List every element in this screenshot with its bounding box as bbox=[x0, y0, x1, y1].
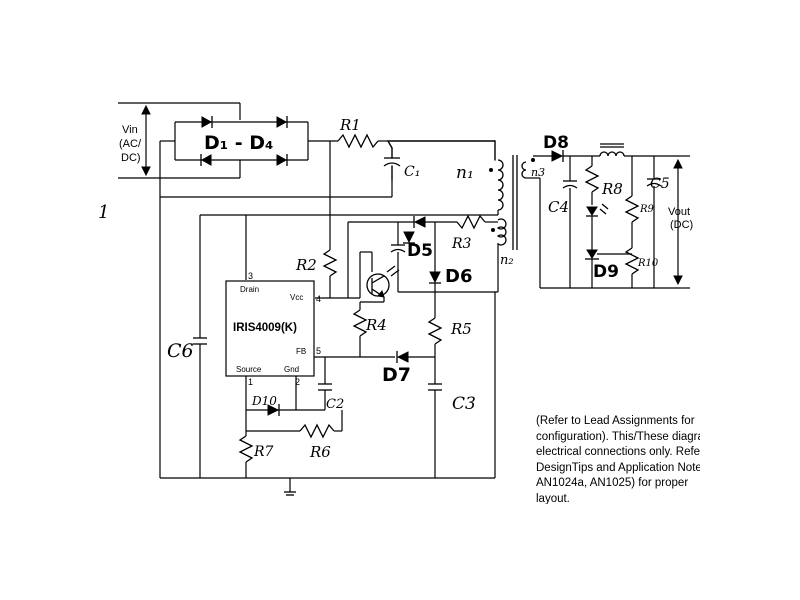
svg-text:n3: n3 bbox=[531, 166, 545, 179]
output-terminal: Vout (DC) bbox=[668, 155, 693, 289]
svg-text:C4: C4 bbox=[548, 198, 569, 216]
output-inductor bbox=[599, 143, 625, 157]
svg-text:2: 2 bbox=[295, 377, 300, 387]
svg-text:C2: C2 bbox=[326, 397, 344, 412]
transformer-primary: n₁ bbox=[456, 159, 504, 215]
svg-text:Vin: Vin bbox=[122, 124, 138, 136]
svg-text:D8: D8 bbox=[543, 133, 569, 153]
svg-text:R7: R7 bbox=[253, 444, 274, 460]
bridge-rectifier: D₁ - D₄ bbox=[160, 103, 338, 178]
resistor-r10: R10 bbox=[624, 240, 659, 288]
capacitor-aux bbox=[390, 222, 406, 292]
svg-text:n₁: n₁ bbox=[456, 163, 474, 183]
resistor-r5: R5 bbox=[427, 317, 472, 345]
resistor-r9: R9 bbox=[624, 156, 655, 240]
svg-text:R9: R9 bbox=[639, 204, 655, 215]
input-terminal bbox=[118, 102, 240, 179]
resistor-r7: R7 bbox=[238, 428, 274, 478]
svg-text:n₂: n₂ bbox=[500, 253, 514, 268]
opto-transistor bbox=[359, 251, 400, 303]
svg-text:C₁: C₁ bbox=[404, 164, 420, 180]
svg-text:D6: D6 bbox=[445, 266, 472, 287]
opto-led bbox=[586, 203, 609, 250]
transformer-secondary: n3 bbox=[521, 158, 545, 179]
svg-text:D5: D5 bbox=[407, 241, 433, 261]
transformer-core bbox=[512, 155, 518, 250]
capacitor-c5: C5 bbox=[646, 156, 670, 288]
capacitor-c2: C2 bbox=[318, 357, 344, 412]
resistor-r4: R4 bbox=[352, 302, 387, 357]
resistor-r3: R3 bbox=[451, 214, 486, 252]
svg-text:R8: R8 bbox=[601, 180, 623, 198]
svg-text:R2: R2 bbox=[295, 256, 317, 274]
svg-text:R1: R1 bbox=[339, 116, 361, 134]
svg-text:Gnd: Gnd bbox=[284, 365, 299, 374]
diode-d7: D7 bbox=[382, 351, 411, 386]
diode-aux bbox=[413, 216, 426, 228]
svg-text:Drain: Drain bbox=[240, 285, 259, 294]
ic-controller: Drain 3 Vcc 4 FB 5 Source 1 Gnd 2 IRIS40… bbox=[225, 271, 321, 387]
svg-text:(AC/: (AC/ bbox=[119, 138, 142, 150]
ground-symbol bbox=[284, 478, 296, 496]
diode-d10: D10 bbox=[251, 394, 280, 416]
svg-text:R6: R6 bbox=[309, 443, 331, 461]
svg-text:C6: C6 bbox=[167, 340, 194, 362]
svg-text:D7: D7 bbox=[382, 364, 411, 386]
ic-name: IRIS4009(K) bbox=[233, 322, 297, 334]
svg-text:R4: R4 bbox=[365, 316, 387, 334]
resistor-r1: R1 bbox=[337, 116, 388, 149]
svg-text:4: 4 bbox=[316, 294, 321, 304]
svg-text:Vcc: Vcc bbox=[290, 293, 303, 302]
svg-text:DC): DC) bbox=[121, 152, 141, 164]
shunt-regulator-d9: D9 bbox=[585, 249, 632, 288]
resistor-r2: R2 bbox=[295, 141, 338, 298]
diode-d5: D5 bbox=[403, 231, 433, 261]
svg-text:C3: C3 bbox=[452, 394, 476, 414]
capacitor-c4: C4 bbox=[548, 156, 578, 288]
diode-d8: D8 bbox=[533, 133, 569, 162]
svg-text:5: 5 bbox=[316, 346, 321, 356]
transformer-aux-winding: n₂ bbox=[491, 218, 514, 268]
svg-text:Vout: Vout bbox=[668, 206, 690, 218]
svg-text:D10: D10 bbox=[251, 394, 277, 408]
resistor-r8: R8 bbox=[584, 156, 623, 205]
svg-text:R5: R5 bbox=[450, 320, 472, 338]
capacitor-c6: C6 bbox=[167, 215, 207, 478]
stray-mark: 1 bbox=[98, 202, 109, 223]
svg-text:(DC): (DC) bbox=[670, 219, 693, 231]
capacitor-c1: C₁ bbox=[383, 140, 420, 181]
svg-text:D9: D9 bbox=[593, 262, 619, 282]
svg-text:3: 3 bbox=[248, 271, 253, 281]
svg-text:R10: R10 bbox=[637, 258, 659, 269]
bridge-label: D₁ - D₄ bbox=[204, 132, 273, 154]
resistor-r6: R6 bbox=[246, 410, 343, 461]
svg-text:C5: C5 bbox=[650, 176, 670, 192]
svg-text:1: 1 bbox=[248, 377, 253, 387]
reference-note: (Refer to Lead Assignments for configura… bbox=[536, 415, 700, 504]
svg-text:Source: Source bbox=[236, 365, 262, 374]
svg-text:R3: R3 bbox=[451, 236, 472, 252]
svg-text:FB: FB bbox=[296, 347, 306, 356]
input-voltage-label: Vin (AC/ DC) bbox=[119, 124, 142, 164]
capacitor-c3: C3 bbox=[428, 357, 476, 478]
